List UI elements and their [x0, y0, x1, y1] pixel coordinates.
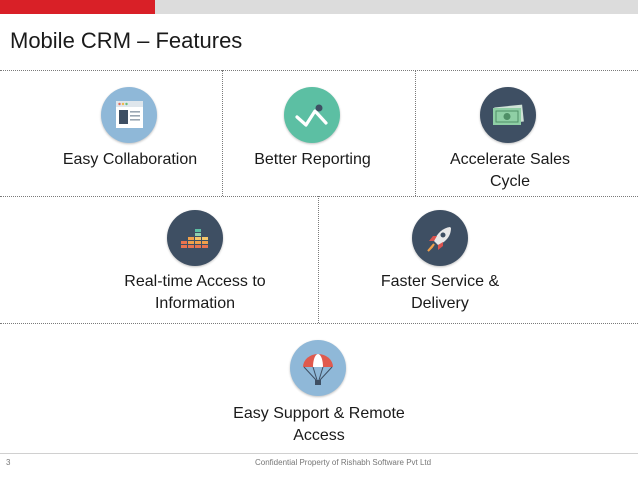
feature-label-delivery: Faster Service & Delivery — [380, 273, 500, 312]
top-bar-accent — [0, 0, 155, 14]
rocket-icon — [412, 210, 468, 266]
divider-col2 — [415, 70, 416, 196]
parachute-icon — [290, 340, 346, 396]
top-bar — [0, 0, 638, 14]
divider-row1 — [0, 196, 638, 197]
bar-levels-icon — [167, 210, 223, 266]
divider-top — [0, 70, 638, 71]
footer-confidential: Confidential Property of Rishabh Softwar… — [255, 458, 432, 467]
feature-label-realtime: Real-time Access to Information — [124, 273, 266, 312]
feature-label-sales: Accelerate Sales Cycle — [449, 151, 571, 190]
feature-label-support: Easy Support & Remote Access — [233, 405, 405, 444]
money-bill-icon — [480, 87, 536, 143]
browser-window-icon — [101, 87, 157, 143]
divider-row2 — [0, 323, 638, 324]
feature-label-reporting: Better Reporting — [254, 151, 371, 168]
line-chart-icon — [284, 87, 340, 143]
divider-col1 — [222, 70, 223, 196]
footer-divider — [0, 453, 638, 454]
page-number: 3 — [6, 458, 11, 467]
divider-col3 — [318, 196, 319, 323]
slide-title: Mobile CRM – Features — [10, 28, 243, 53]
feature-label-collaboration: Easy Collaboration — [62, 151, 198, 168]
